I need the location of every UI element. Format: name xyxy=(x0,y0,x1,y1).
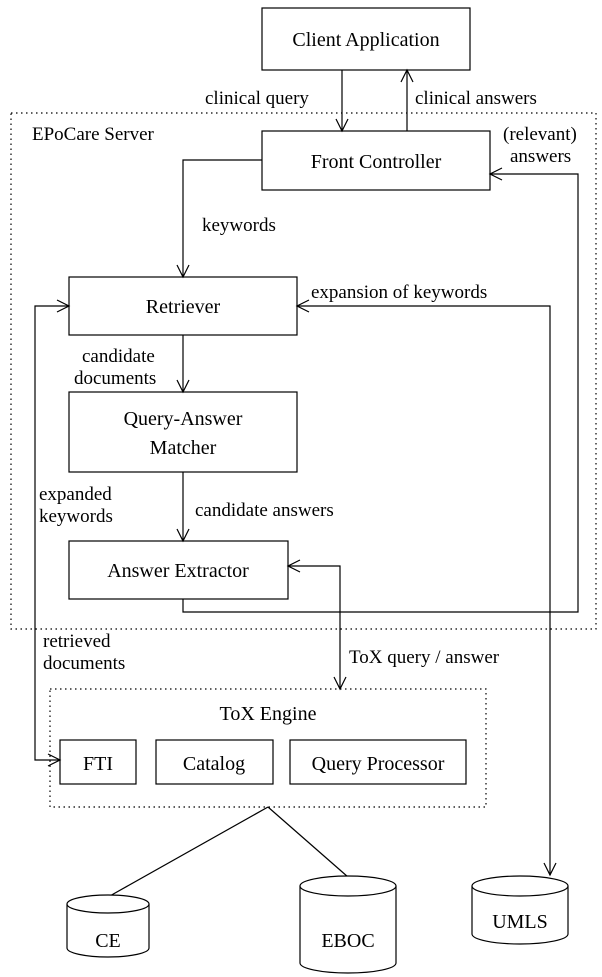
client-application-box xyxy=(261,7,471,71)
label-candidate-line2: documents xyxy=(74,368,156,389)
answer-extractor-box xyxy=(68,540,289,600)
query-processor-box xyxy=(289,739,467,785)
front-controller-box xyxy=(261,130,491,191)
label-relevant-line2: answers xyxy=(510,146,571,167)
fti-box xyxy=(59,739,137,785)
fti-label: FTI xyxy=(83,753,113,775)
tox-engine-label: ToX Engine xyxy=(220,703,317,725)
edge-tox-query-answer xyxy=(288,565,341,689)
label-candidate-line1: candidate xyxy=(82,346,155,367)
answer-extractor-label: Answer Extractor xyxy=(107,560,249,582)
arrowhead-expanded-retriever xyxy=(56,299,71,313)
umls-database-icon xyxy=(471,875,569,945)
arrowhead-keywords xyxy=(176,264,190,279)
front-controller-label: Front Controller xyxy=(311,151,442,173)
label-candidate-answers: candidate answers xyxy=(195,500,334,521)
query-answer-matcher-box xyxy=(68,391,298,473)
epocare-server-label: EPoCare Server xyxy=(32,124,155,145)
edge-tox-eboc xyxy=(267,806,349,878)
umls-label: UMLS xyxy=(492,911,548,933)
arrowhead-relevant-answers xyxy=(488,167,503,181)
label-tox-query-answer: ToX query / answer xyxy=(349,647,500,668)
label-relevant-line1: (relevant) xyxy=(503,124,577,145)
arrowhead-expansion-retriever xyxy=(295,299,310,313)
arrowhead-candidate-answers xyxy=(176,528,190,543)
label-clinical-answers: clinical answers xyxy=(415,88,537,109)
query-processor-label: Query Processor xyxy=(312,753,445,775)
edge-expanded-keywords xyxy=(34,305,69,761)
arrowhead-clinical-answers xyxy=(400,68,414,83)
edge-expansion-of-keywords xyxy=(297,305,551,875)
arrowhead-tox-extractor xyxy=(286,559,301,573)
label-expanded-line2: keywords xyxy=(39,506,113,527)
label-retrieved-line1: retrieved xyxy=(43,631,111,652)
edge-tox-ce xyxy=(107,806,269,898)
catalog-label: Catalog xyxy=(183,753,245,775)
ce-database-icon xyxy=(66,894,150,958)
arrowhead-expansion-umls xyxy=(543,862,557,877)
query-answer-matcher-label-line2: Matcher xyxy=(150,437,217,459)
label-clinical-query: clinical query xyxy=(205,88,309,109)
catalog-box xyxy=(155,739,274,785)
tox-engine-boundary xyxy=(49,688,487,808)
label-expanded-line1: expanded xyxy=(39,484,112,505)
label-expansion-of-keywords: expansion of keywords xyxy=(311,282,487,303)
arrowhead-expanded-fti xyxy=(47,753,62,767)
edge-keywords xyxy=(182,159,262,277)
ce-label: CE xyxy=(95,930,121,952)
query-answer-matcher-label-line1: Query-Answer xyxy=(124,408,243,430)
client-application-label: Client Application xyxy=(292,29,439,51)
retriever-label: Retriever xyxy=(146,296,221,318)
arrowhead-candidate-documents xyxy=(176,379,190,394)
arrowhead-tox-engine xyxy=(333,676,347,691)
label-retrieved-line2: documents xyxy=(43,653,125,674)
edge-relevant-answers xyxy=(182,173,579,613)
arrowhead-clinical-query xyxy=(335,118,349,133)
eboc-database-icon xyxy=(299,875,397,974)
label-keywords: keywords xyxy=(202,215,276,236)
eboc-label: EBOC xyxy=(321,930,374,952)
